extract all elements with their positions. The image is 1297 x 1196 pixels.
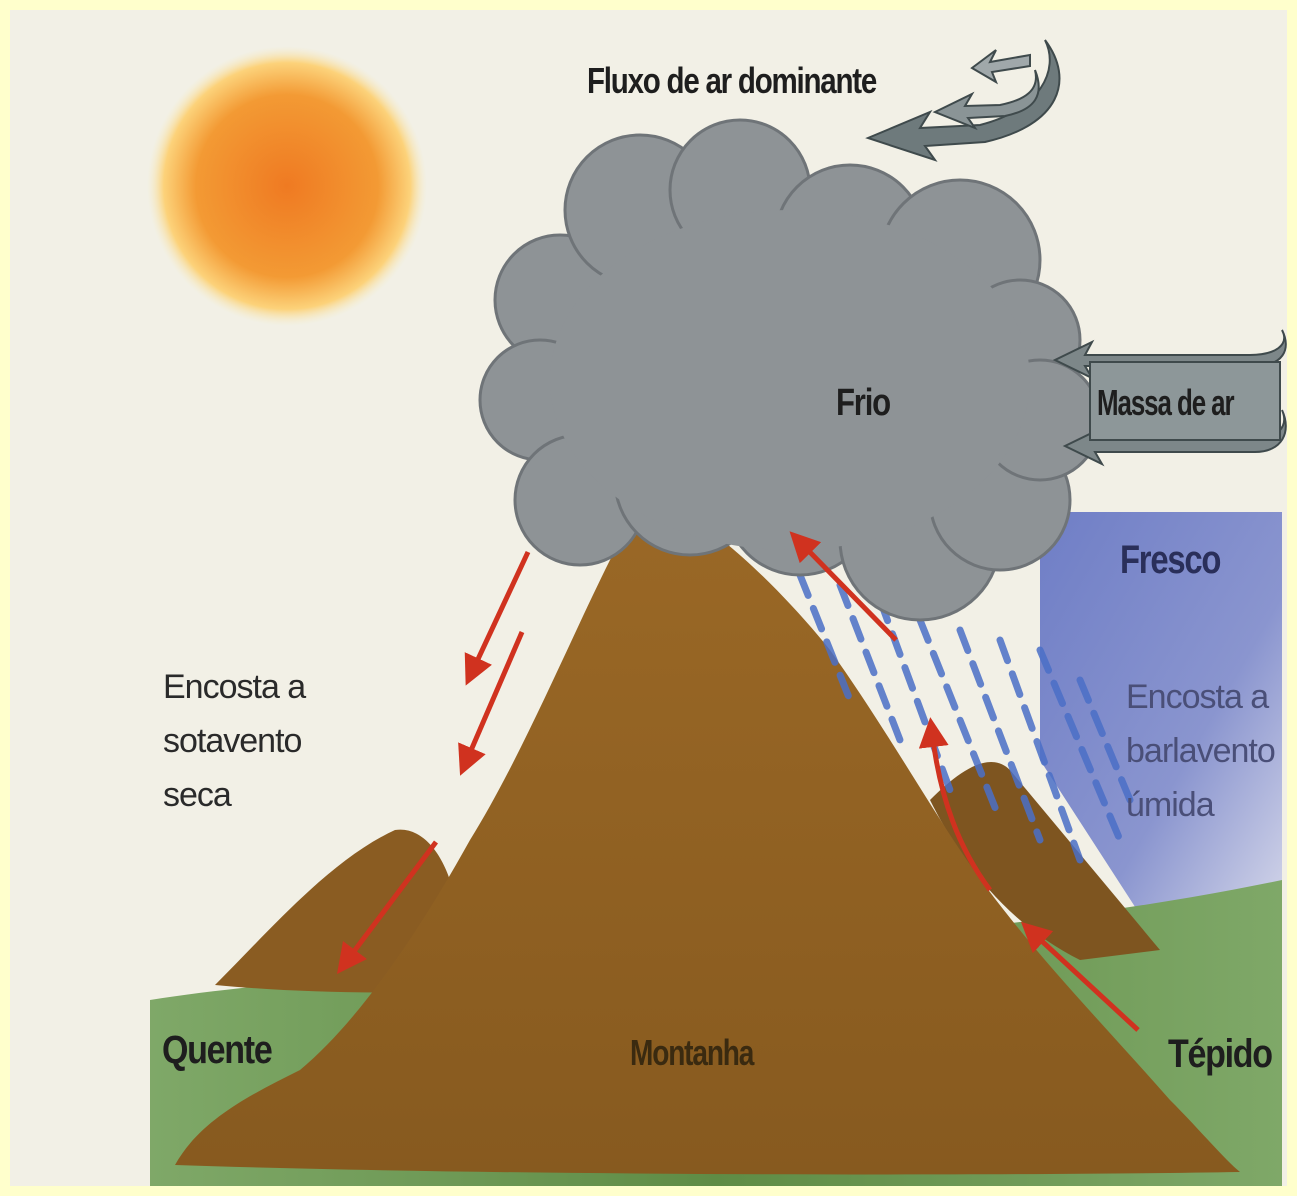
sun xyxy=(147,46,427,326)
label-leeward-line2: sotavento xyxy=(163,714,305,768)
label-windward-line2: barlavento xyxy=(1126,724,1275,778)
label-windward-line1: Encosta a xyxy=(1126,670,1275,724)
label-warm: Tépido xyxy=(1168,1032,1272,1077)
label-air-mass: Massa de ar xyxy=(1097,382,1234,424)
diagram-frame: Fluxo de ar dominante Frio Massa de ar F… xyxy=(10,10,1287,1186)
label-windward-slope: Encosta a barlavento úmida xyxy=(1126,670,1275,832)
label-hot: Quente xyxy=(162,1028,271,1073)
label-leeward-slope: Encosta a sotavento seca xyxy=(163,660,305,822)
cloud xyxy=(480,120,1100,620)
label-cold: Frio xyxy=(836,382,890,425)
prevailing-wind-arrows xyxy=(868,40,1059,160)
label-leeward-line3: seca xyxy=(163,768,305,822)
label-airflow: Fluxo de ar dominante xyxy=(587,60,876,102)
label-windward-line3: úmida xyxy=(1126,778,1275,832)
orographic-rain-scene xyxy=(10,10,1287,1186)
label-mountain: Montanha xyxy=(630,1032,753,1074)
label-leeward-line1: Encosta a xyxy=(163,660,305,714)
label-cool: Fresco xyxy=(1120,538,1220,583)
